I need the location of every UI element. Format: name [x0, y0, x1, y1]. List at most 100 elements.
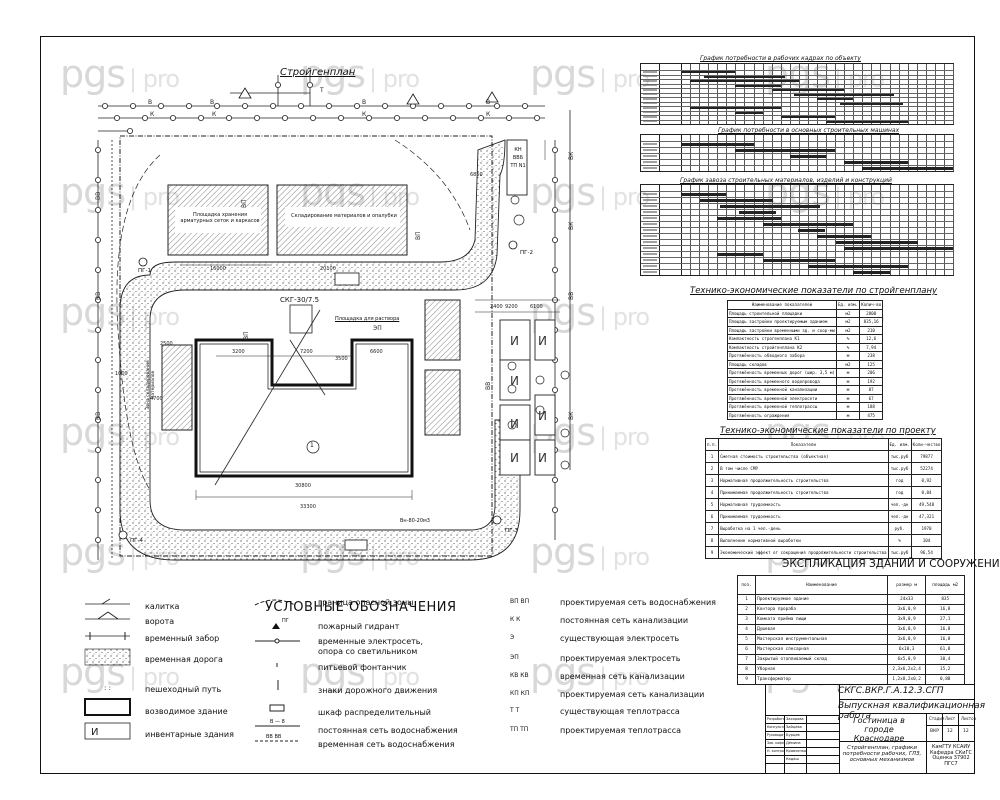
table-cell: Протяжённость ограждения [727, 410, 837, 420]
table-cell: 52274 [910, 462, 943, 475]
table-cell: чел.-дн [887, 510, 912, 523]
table-cell: 79877 [910, 450, 943, 463]
gantt1-title: График потребности в рабочих кадрах по о… [700, 55, 861, 62]
hydrants [118, 240, 518, 540]
legend-title: УСЛОВНЫЕ ОБОЗНАЧЕНИЯ [265, 600, 457, 615]
dimension-label: 1000 [115, 371, 128, 377]
table-cell: 2800 [859, 308, 884, 318]
gantt-bar [836, 240, 919, 244]
legend-symbol: КП КП [510, 690, 530, 697]
crane-label: СКГ-30/7.5 [280, 296, 320, 304]
tb-role: Разработал [767, 717, 784, 721]
legend-item: проектируемая сеть водоснабжения [560, 598, 716, 607]
legend-symbol: ЭП [510, 654, 519, 661]
table-cell: 475 [859, 410, 884, 420]
dimension-label: 6600 [370, 349, 383, 355]
legend-item: временная сеть водоснабжения [318, 740, 455, 749]
table-cell: % [835, 342, 861, 352]
legend-item: временный забор [145, 634, 220, 643]
table-cell: 1970 [910, 522, 943, 535]
table-cell: 7 [704, 522, 720, 535]
legend-item: пожарный гидрант [318, 622, 400, 631]
left-storage [161, 344, 193, 431]
svg-text:: :: : : [104, 684, 111, 692]
tb-name: Зайцева [786, 725, 802, 729]
tep-plan-title: Технико-экономические показатели по стро… [690, 286, 938, 296]
legend-symbol: ТП ТП [510, 726, 529, 733]
table-cell: 16,8 [925, 624, 965, 635]
svg-text:И: И [538, 334, 547, 348]
table-cell: тыс.руб [887, 462, 912, 475]
table-row: Компактность строгенплана К1%12,6 [727, 334, 884, 344]
dimension-label: 6850 [470, 172, 483, 178]
tb-name: Захарова [786, 717, 804, 721]
gantt-bar [807, 264, 908, 268]
table-cell: Закрытый отапливаемый склад [755, 654, 888, 665]
stage-val-1: ВКР [930, 729, 939, 734]
svg-text:К: К [362, 111, 367, 118]
svg-text:В: В [362, 99, 366, 106]
table-cell: 125 [859, 359, 884, 369]
legend-item: возводимое здание [145, 707, 228, 716]
svg-text:И: И [538, 451, 547, 465]
svg-text:ВП: ВП [241, 199, 248, 208]
table-cell: Контора прораба [755, 604, 888, 615]
table-cell: 210 [859, 325, 884, 335]
table-cell: Комната приёма пищи [755, 614, 888, 625]
rebar-area-label: Площадка хранения арматурных сеток и кар… [180, 212, 260, 224]
legend-mark: В — 8 [270, 719, 285, 725]
tb-role: Н. контроль [767, 749, 784, 753]
svg-text:И: И [510, 334, 519, 348]
table-cell: Мастерская инструментальная [755, 634, 888, 645]
table-header: площадь м2 [925, 575, 965, 595]
svg-text:ВВ: ВВ [95, 292, 102, 300]
table-cell: 15,2 [925, 664, 965, 675]
gantt-bar [735, 84, 781, 87]
svg-text:ВК: ВК [568, 221, 575, 230]
gantt-bar [719, 204, 820, 208]
table-header: Ед. изм. [835, 300, 861, 310]
table-cell: Площадь застройки проектируемым зданием [727, 317, 837, 327]
table-cell: Протяжённость временного водопровода [727, 376, 837, 386]
table-cell: Компактность строгенплана К1 [727, 334, 837, 344]
legend-mark: ВВ ВВ [266, 734, 282, 740]
table-cell: 67 [859, 393, 884, 403]
table-cell: Душевая [755, 624, 888, 635]
gantt-bar [844, 160, 908, 164]
legend-symbol: ВП ВП [510, 598, 530, 605]
dimension-label: 7200 [300, 349, 313, 355]
table-cell: 6 [736, 644, 757, 655]
danger-zone-boundary [116, 154, 161, 491]
gantt-bar [735, 111, 763, 114]
table-cell: 3х9,0,9 [886, 614, 927, 625]
projected-building [194, 338, 414, 478]
table-cell: В том числе СМР [718, 462, 889, 475]
svg-text:ВВ: ВВ [95, 192, 102, 200]
table-row: Площадь застройки временными зд. и соор-… [727, 325, 884, 335]
left-store-label: Зона складирования материалов [146, 360, 156, 410]
svg-text:В: В [210, 99, 214, 106]
svg-text:В: В [148, 99, 152, 106]
table-cell: 206 [859, 368, 884, 378]
table-cell: год [887, 486, 912, 499]
gantt-bar [681, 142, 754, 146]
dimension-label: 30800 [295, 483, 311, 489]
hydrant-label-4: ПГ-4 [130, 538, 143, 544]
gantt-bar [853, 270, 890, 274]
table-cell: 3 [704, 474, 720, 487]
table-cell: 8 [704, 534, 720, 547]
svg-text:ЭП: ЭП [373, 325, 382, 332]
table-cell: м2 [835, 308, 861, 318]
legend-symbols-2 [254, 599, 300, 742]
